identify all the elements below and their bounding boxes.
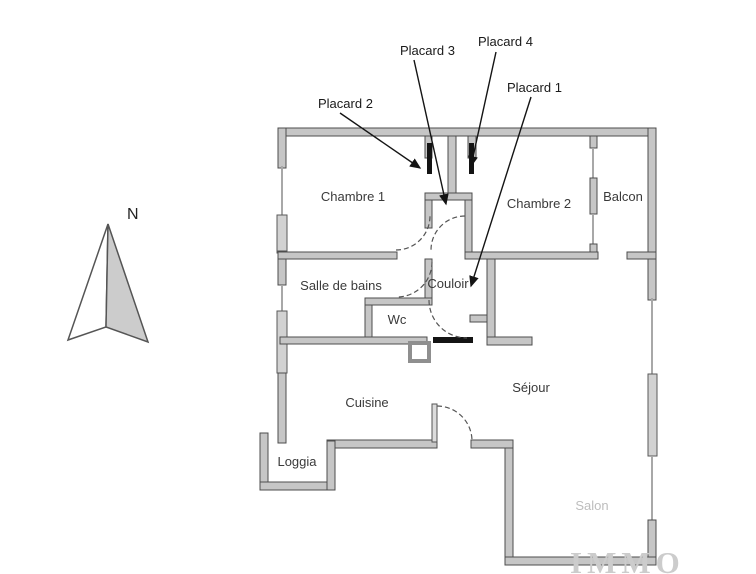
wall-left-segment (277, 372, 287, 444)
wall-salon-left (504, 445, 514, 566)
wall-chambre2-bottom (464, 251, 599, 260)
wall-left-segment (277, 127, 287, 169)
callout-arrow-placard2 (339, 112, 422, 169)
room-label-chambre2: Chambre 2 (507, 196, 571, 211)
wall-bottom (504, 556, 657, 566)
callout-arrow-placard4 (468, 51, 497, 168)
wall-couloir-bottom-corner (486, 336, 533, 346)
callout-label-placard2: Placard 2 (318, 96, 373, 111)
placard-callouts: Placard 2 Placard 3 Placard 4 Placard 1 (318, 34, 562, 288)
door-leaf-cuisine (431, 403, 438, 443)
wall-wc-top (364, 297, 433, 306)
wall-chambre1-bottom (277, 251, 398, 260)
placard-door-left (427, 143, 432, 174)
room-labels: Chambre 1 Chambre 2 Balcon Salle de bain… (277, 189, 642, 513)
wall-right-segment (647, 127, 657, 301)
outer-walls (259, 127, 658, 566)
wall-niche-right (464, 199, 473, 260)
door-arc-cuisine (436, 405, 473, 442)
callout-arrow-placard1 (469, 96, 532, 288)
room-label-salle-de-bains: Salle de bains (300, 278, 382, 293)
door-arc-chambre1 (395, 215, 431, 251)
interior-walls (277, 135, 657, 363)
wall-niche-top (424, 192, 473, 201)
compass: N (66, 206, 150, 344)
room-label-chambre1: Chambre 1 (321, 189, 385, 204)
wall-balcon-divider (589, 177, 598, 215)
wall-balcon-divider (589, 135, 598, 149)
callout-label-placard1: Placard 1 (507, 80, 562, 95)
door-arc-bathroom (396, 261, 433, 298)
immo-watermark: IMMO (570, 545, 685, 574)
door-swings (395, 215, 473, 443)
compass-north-label: N (127, 206, 139, 223)
wall-loggia-left (259, 432, 269, 491)
callout-arrow-placard3 (413, 59, 449, 206)
compass-needle-left (66, 223, 109, 342)
callout-label-placard3: Placard 3 (400, 43, 455, 58)
wall-top (277, 127, 657, 137)
room-label-loggia: Loggia (277, 454, 317, 469)
room-label-salon: Salon (575, 498, 608, 513)
window-panel-left-1 (276, 214, 288, 254)
room-label-cuisine: Cuisine (345, 395, 388, 410)
duct-box (408, 341, 431, 363)
wall-balcon-bottom (626, 251, 657, 260)
wall-cuisine-bottom-left (326, 439, 438, 449)
compass-needle-right (105, 223, 150, 344)
wall-cuisine-top (279, 336, 428, 345)
wall-couloir-right (486, 258, 496, 346)
room-label-couloir: Couloir (427, 276, 469, 291)
entry-door (433, 337, 473, 343)
door-arc-chambre2 (430, 215, 466, 251)
room-label-sejour: Séjour (512, 380, 550, 395)
wall-loggia-right (326, 440, 336, 491)
callout-label-placard4: Placard 4 (478, 34, 533, 49)
door-arc-entry (428, 299, 468, 339)
wall-placard-center (447, 135, 457, 195)
window-panel-right (647, 373, 658, 457)
wall-placard1-stub (469, 314, 488, 323)
room-label-balcon: Balcon (603, 189, 643, 204)
wall-cuisine-bottom-right (470, 439, 514, 449)
room-label-wc: Wc (388, 312, 407, 327)
wall-loggia-bottom (259, 481, 336, 491)
wall-wc-left (364, 304, 373, 342)
wall-balcon-divider (589, 243, 598, 253)
wall-niche-left (424, 199, 433, 229)
